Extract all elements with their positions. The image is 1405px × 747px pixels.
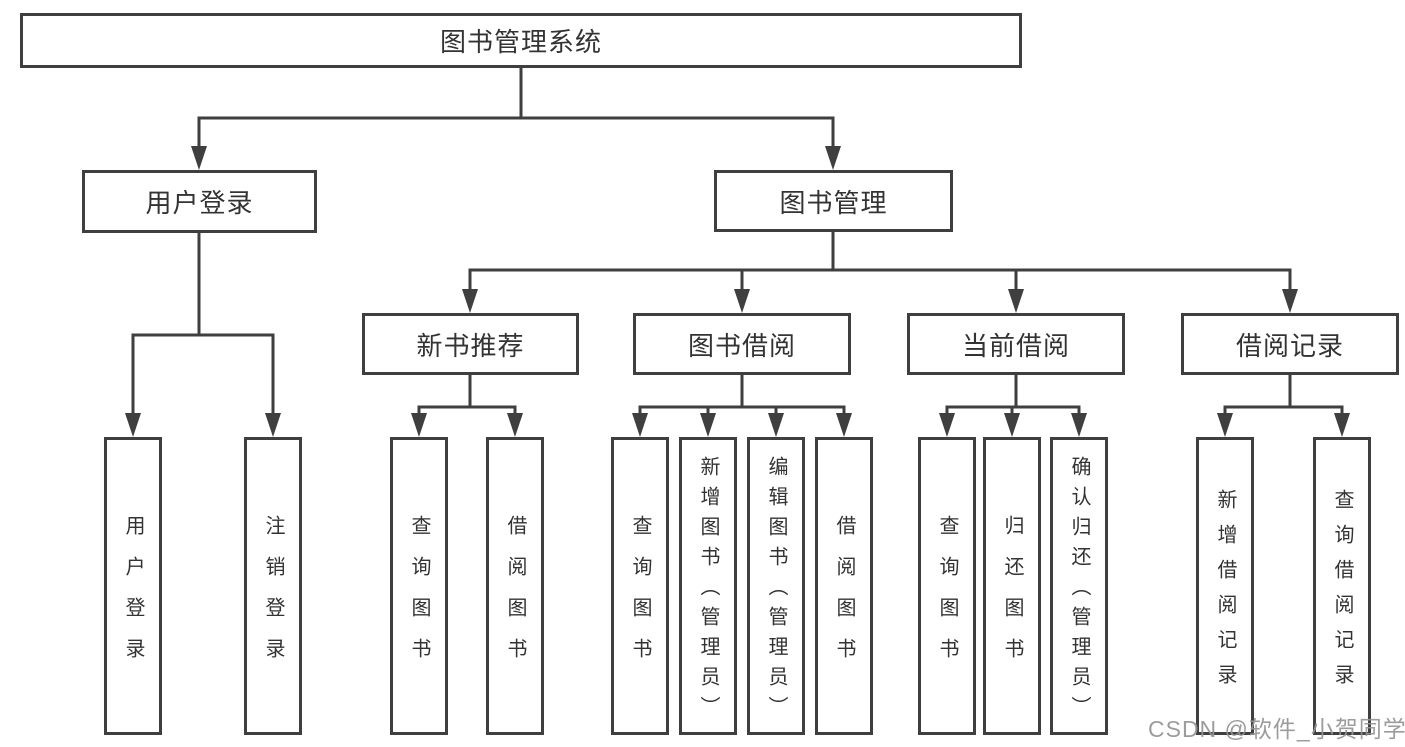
node-book-borrowing-label: 图书借阅 (687, 330, 796, 361)
node-current-borrowing-label: 当前借阅 (961, 330, 1070, 361)
node-new-book-recommend-label: 新书推荐 (416, 330, 525, 361)
leaf-bb-edit-books-admin-label: 编辑图书（管理员） (765, 456, 787, 726)
leaf-cb-return-books-label: 归还图书 (1001, 514, 1023, 679)
leaf-logout-label: 注销登录 (262, 514, 284, 679)
leaf-br-query-record: 查询借阅记录 (1313, 437, 1371, 735)
leaf-user-login-label: 用户登录 (122, 514, 144, 679)
node-new-book-recommend: 新书推荐 (362, 313, 579, 375)
node-borrowing-records: 借阅记录 (1181, 313, 1399, 375)
leaf-bb-edit-books-admin: 编辑图书（管理员） (747, 437, 805, 735)
node-user-login-label: 用户登录 (145, 188, 254, 218)
csdn-watermark: CSDN @软件_小贺同学 (1148, 716, 1405, 742)
node-current-borrowing: 当前借阅 (907, 313, 1125, 375)
leaf-cb-return-books: 归还图书 (983, 437, 1041, 735)
leaf-bb-query-books: 查询图书 (611, 437, 669, 735)
leaf-bb-add-books-admin-label: 新增图书（管理员） (697, 456, 719, 726)
node-root-label: 图书管理系统 (439, 27, 602, 57)
leaf-nb-borrow-books-label: 借阅图书 (504, 514, 526, 679)
leaf-logout: 注销登录 (244, 437, 302, 735)
node-book-management-label: 图书管理 (779, 187, 888, 218)
node-root-library-system: 图书管理系统 (20, 13, 1022, 68)
leaf-br-add-record: 新增借阅记录 (1196, 437, 1254, 735)
leaf-nb-query-books-label: 查询图书 (408, 514, 430, 679)
leaf-bb-borrow-books: 借阅图书 (815, 437, 873, 735)
node-borrowing-records-label: 借阅记录 (1235, 330, 1344, 361)
leaf-br-add-record-label: 新增借阅记录 (1214, 488, 1236, 699)
leaf-bb-add-books-admin: 新增图书（管理员） (679, 437, 737, 735)
leaf-nb-query-books: 查询图书 (390, 437, 448, 735)
node-user-login: 用户登录 (82, 170, 317, 233)
node-book-borrowing: 图书借阅 (633, 313, 851, 375)
leaf-cb-confirm-return-admin: 确认归还（管理员） (1050, 437, 1108, 735)
leaf-nb-borrow-books: 借阅图书 (486, 437, 544, 735)
leaf-cb-confirm-return-admin-label: 确认归还（管理员） (1068, 456, 1090, 726)
leaf-cb-query-books: 查询图书 (918, 437, 976, 735)
leaf-bb-borrow-books-label: 借阅图书 (833, 514, 855, 679)
leaf-cb-query-books-label: 查询图书 (936, 514, 958, 679)
leaf-user-login: 用户登录 (104, 437, 162, 735)
node-book-management: 图书管理 (714, 170, 953, 232)
leaf-br-query-record-label: 查询借阅记录 (1331, 488, 1353, 699)
leaf-bb-query-books-label: 查询图书 (629, 514, 651, 679)
arrowheads (125, 146, 1350, 437)
